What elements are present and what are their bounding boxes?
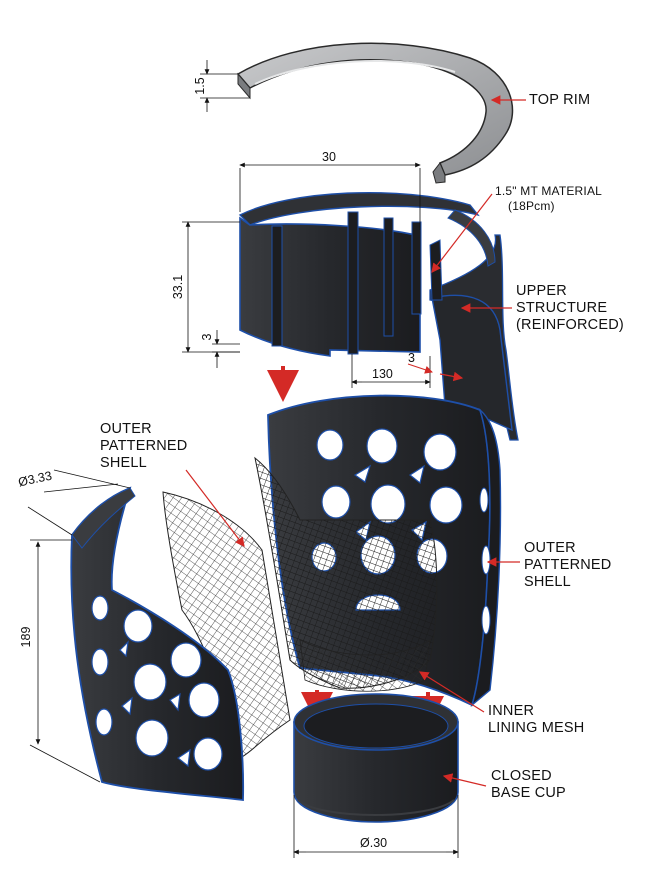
base-cup-label-line2: BASE CUP	[491, 785, 566, 801]
material-label-line1: 1.5" MT MATERIAL	[495, 184, 603, 198]
closed-base-cup-part	[293, 693, 459, 823]
material-leader	[431, 193, 493, 273]
top-rim-part	[236, 42, 514, 184]
outer-shell-left-leader	[185, 469, 245, 547]
rim-thickness-dimension	[200, 60, 250, 112]
upper-wall-leader	[439, 371, 464, 382]
upper-width-value: 30	[322, 150, 336, 164]
outer-shell-left-label-line2: PATTERNED	[100, 438, 188, 454]
upper-base-gap-value: 3	[200, 333, 214, 341]
upper-inner-dimension	[351, 354, 433, 388]
outer-shell-left-label-line1: OUTER	[100, 421, 152, 437]
top-rim-label: TOP RIM	[529, 92, 591, 108]
outer-shell-right-label-line2: PATTERNED	[524, 557, 612, 573]
shell-height-dimension	[29, 539, 101, 783]
base-cup-leader	[442, 773, 487, 787]
upper-wall-value: 3	[408, 351, 415, 365]
inner-mesh-label-line1: INNER	[488, 703, 535, 719]
inner-lining-mesh-part	[162, 456, 438, 759]
shell-diameter-dimension	[27, 469, 131, 536]
upper-height-value: 33.1	[171, 274, 185, 300]
base-diameter-value: Ø.30	[360, 836, 388, 850]
outer-shell-left-label-line3: SHELL	[100, 455, 147, 471]
upper-base-gap-dimension	[212, 330, 240, 368]
base-diameter-dimension	[293, 795, 459, 858]
outer-shell-right-label-line3: SHELL	[524, 574, 571, 590]
upper-structure-label-line1: UPPER	[516, 283, 567, 299]
material-label-line2: (18Pcm)	[508, 199, 555, 213]
upper-inner-value: 130	[372, 367, 393, 381]
inner-mesh-leader	[418, 671, 485, 713]
upper-structure-label-line2: STRUCTURE	[516, 300, 608, 316]
inner-mesh-label-line2: LINING MESH	[488, 720, 585, 736]
base-cup-label-line1: CLOSED	[491, 768, 552, 784]
outer-shell-right-label-line1: OUTER	[524, 540, 576, 556]
upper-structure-label-line3: (REINFORCED)	[516, 317, 624, 333]
rim-thickness-value: 1.5	[193, 77, 207, 95]
upper-width-dimension	[239, 162, 421, 230]
shell-height-value: 189	[19, 626, 33, 648]
outer-shell-left-part	[70, 486, 245, 802]
